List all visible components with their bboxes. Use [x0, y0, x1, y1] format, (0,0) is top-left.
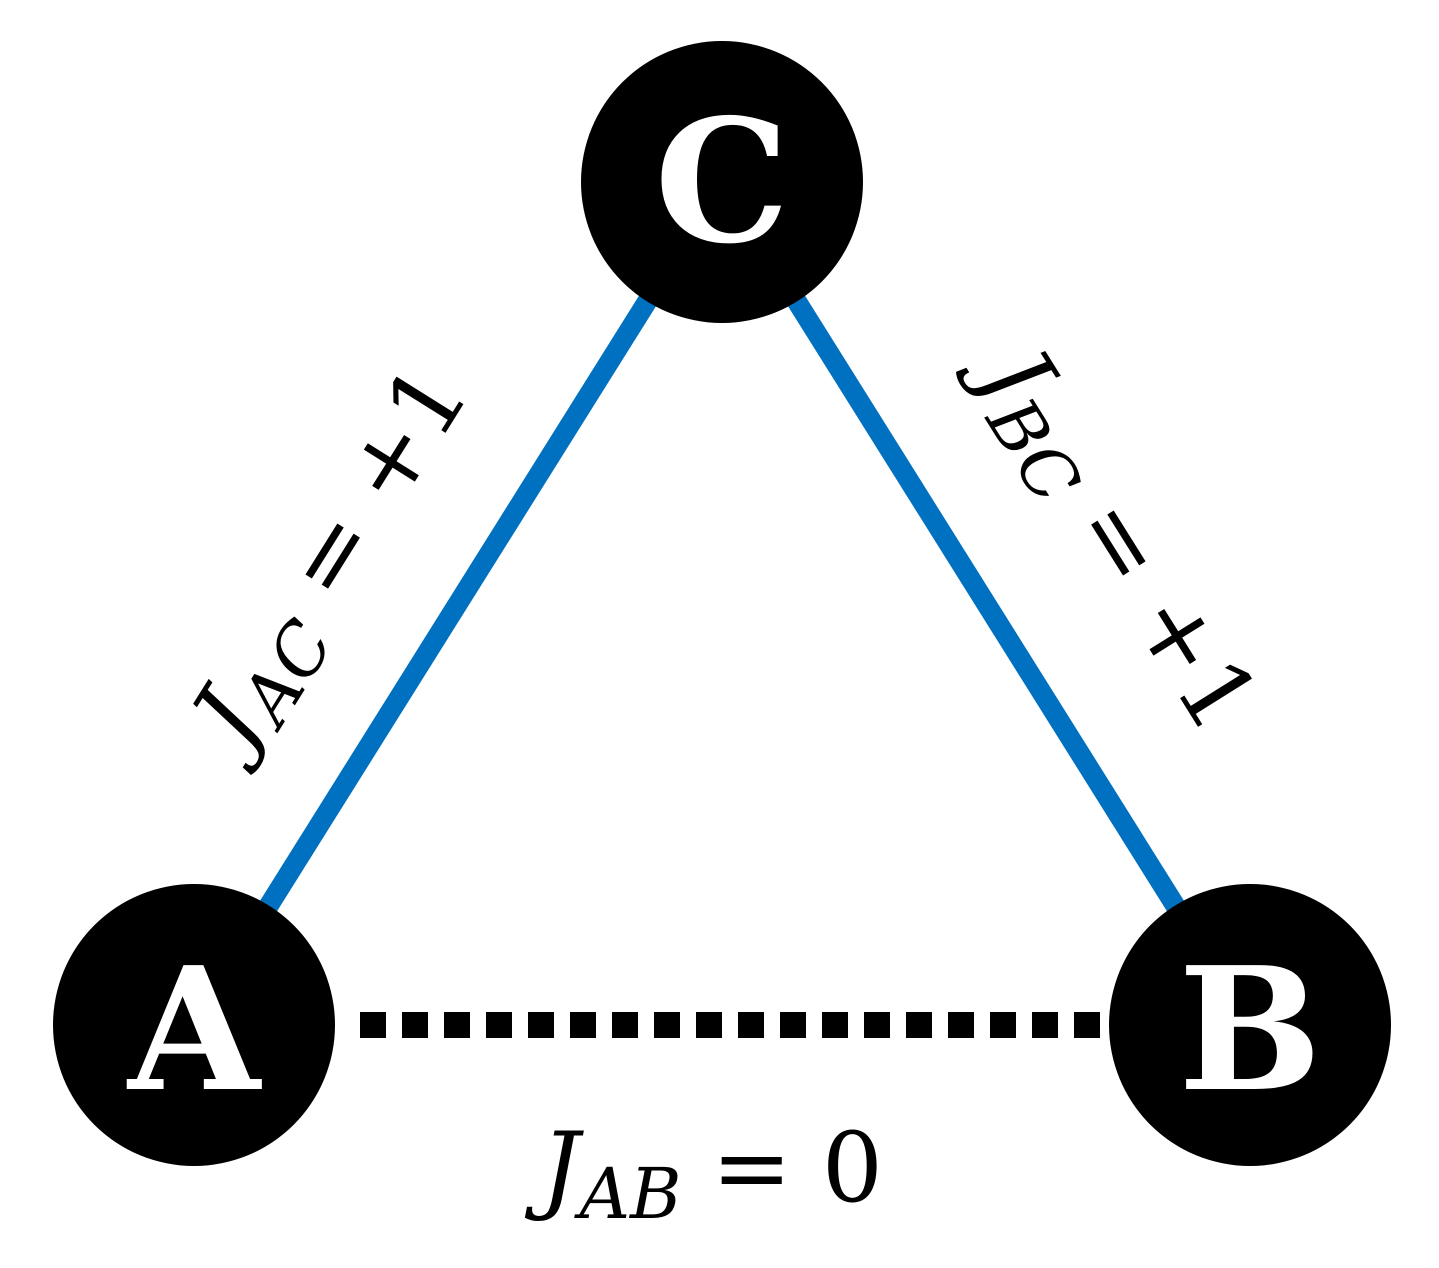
node-b: B [1109, 884, 1391, 1166]
node-c: C [581, 41, 863, 323]
edge-ac-value: +1 [320, 345, 490, 524]
edge-bc [713, 176, 1259, 1031]
node-b-label: B [1178, 930, 1322, 1130]
node-a-label: A [126, 930, 262, 1130]
edge-bc-label: JBC=+1 [941, 315, 1281, 756]
edge-ab-subscript: AB [573, 1153, 681, 1235]
edge-ab-label: JAB = 0 [524, 1112, 883, 1235]
svg-text:JAC=+1: JAC=+1 [161, 345, 500, 785]
edge-bc-value: +1 [1111, 571, 1281, 750]
edge-bc-relation: = [1052, 478, 1190, 606]
svg-text:JBC=+1: JBC=+1 [941, 315, 1281, 756]
edge-ac [185, 176, 731, 1031]
edge-ac-label: JAC=+1 [161, 345, 500, 785]
node-a: A [53, 884, 335, 1166]
svg-text:JAB=0: JAB = 0 [524, 1112, 883, 1235]
edge-ab-symbol: J [524, 1112, 584, 1224]
node-c-label: C [654, 82, 789, 282]
edge-ab-relation: = [711, 1112, 791, 1224]
edge-ab-value: 0 [822, 1112, 883, 1224]
edge-ac-relation: = [261, 491, 399, 619]
